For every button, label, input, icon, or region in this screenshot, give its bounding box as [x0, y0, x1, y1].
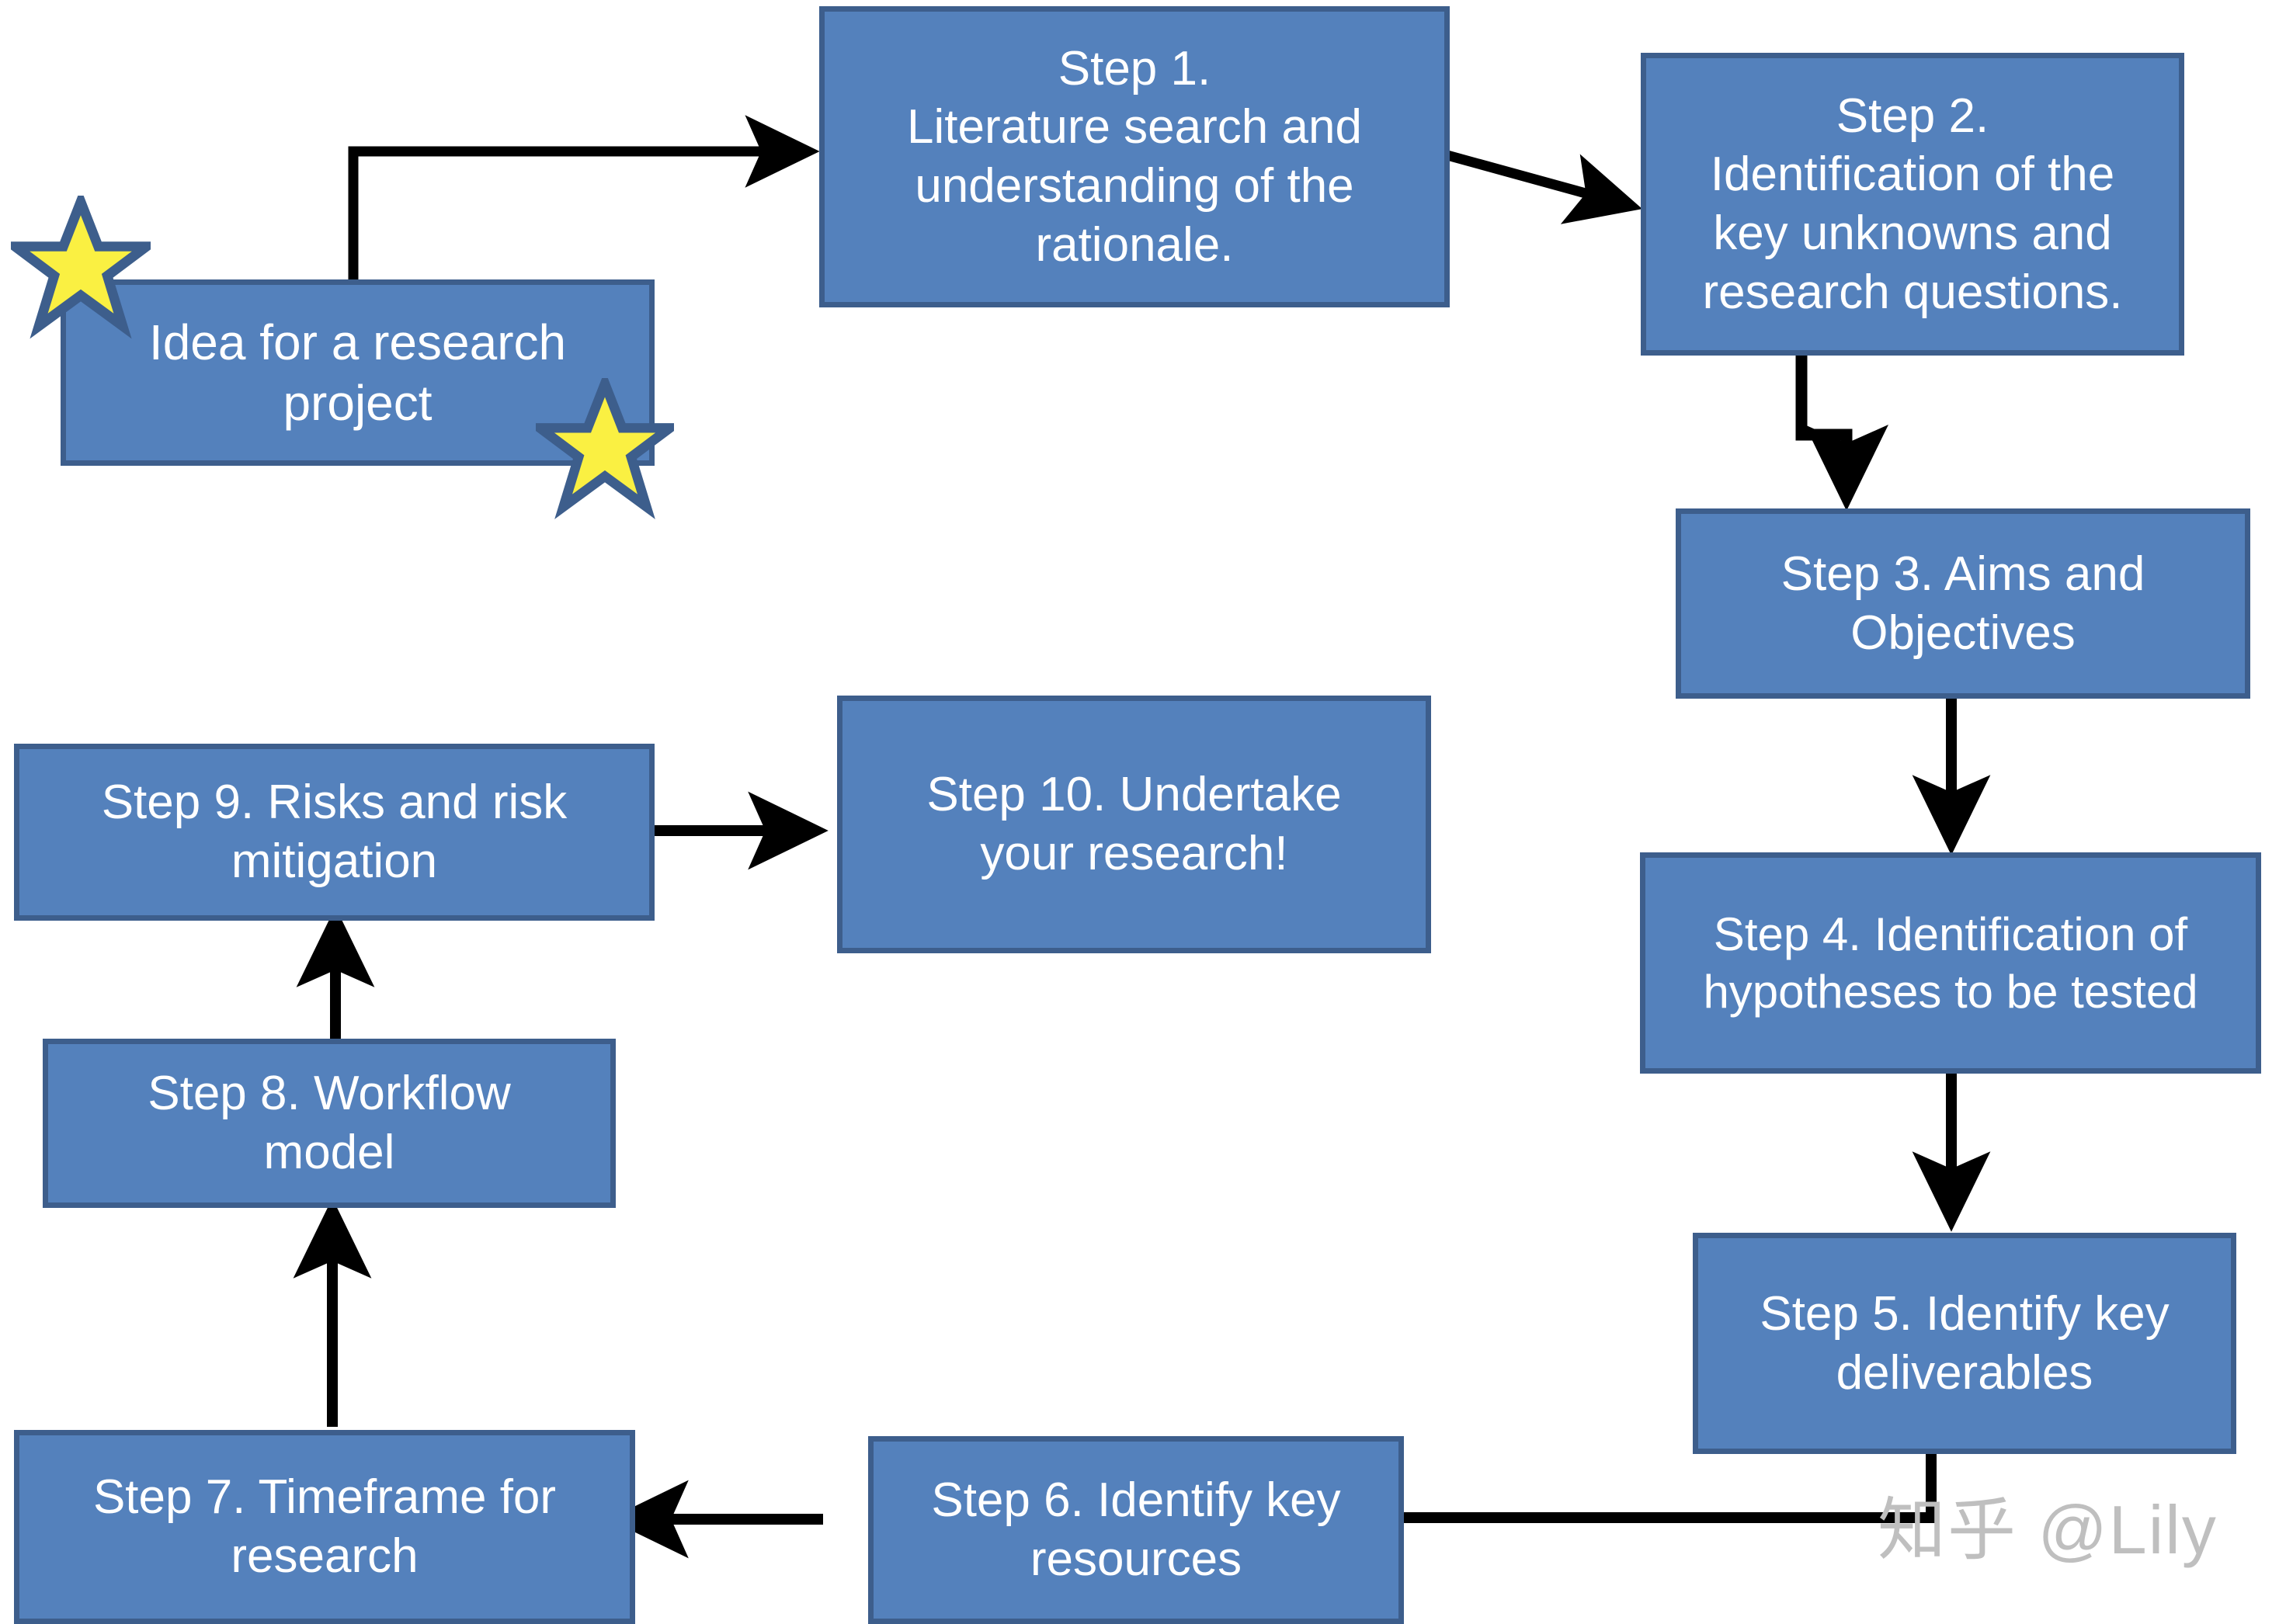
watermark-zhihu-lily: 知乎 @Lily: [1878, 1491, 2218, 1568]
node-step-6[interactable]: Step 6. Identify key resources: [868, 1436, 1404, 1624]
node-step-5[interactable]: Step 5. Identify key deliverables: [1693, 1233, 2236, 1454]
node-step-4[interactable]: Step 4. Identification of hypotheses to …: [1640, 852, 2261, 1074]
node-step-7[interactable]: Step 7. Timeframe for research: [14, 1430, 635, 1624]
node-step-10[interactable]: Step 10. Undertake your research!: [837, 696, 1431, 953]
edge-idea-to-step1: [348, 115, 820, 281]
edge-step1-to-step2: [1446, 150, 1643, 224]
node-step-9[interactable]: Step 9. Risks and risk mitigation: [14, 744, 655, 921]
node-step-8[interactable]: Step 8. Workflow model: [43, 1039, 616, 1208]
edge-step2-to-step3: [1795, 353, 1888, 512]
star-icon-idea-corner: [536, 378, 674, 519]
node-step-1[interactable]: Step 1. Literature search and understand…: [819, 6, 1450, 307]
node-step-3[interactable]: Step 3. Aims and Objectives: [1676, 508, 2250, 699]
star-icon-top-left: [11, 196, 151, 339]
node-step-2[interactable]: Step 2. Identification of the key unknow…: [1641, 53, 2184, 356]
